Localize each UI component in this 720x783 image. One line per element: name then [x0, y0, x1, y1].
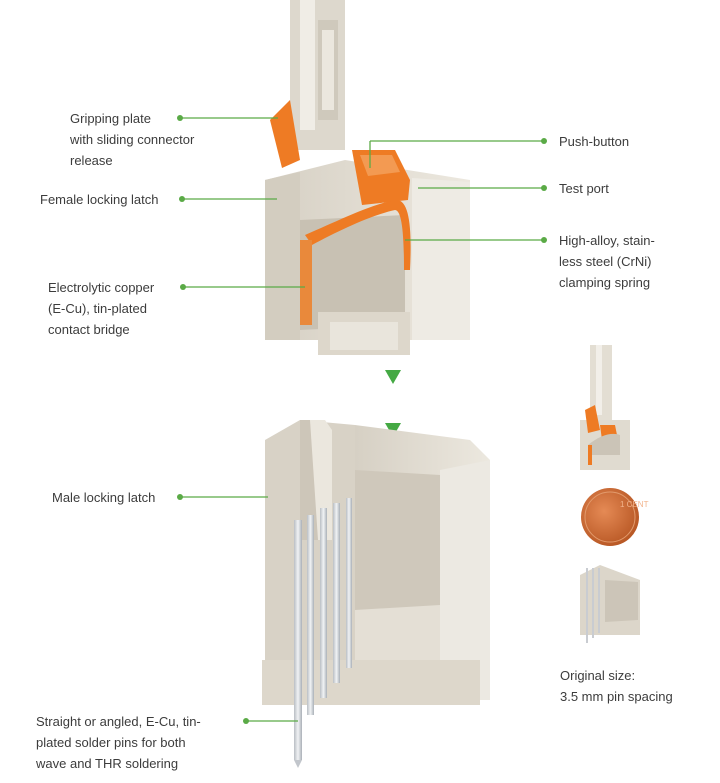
thumbnail-male-connector: [580, 565, 640, 643]
callout-electrolytic-copper: Electrolytic copper (E-Cu), tin-plated c…: [48, 280, 155, 337]
callout-gripping-plate: Gripping plate with sliding connector re…: [70, 111, 195, 168]
male-connector: [262, 420, 490, 705]
callout-push-button: Push-button: [559, 134, 630, 149]
size-note: Original size: 3.5 mm pin spacing: [560, 668, 673, 704]
coin-text: 1 CENT: [620, 500, 649, 509]
callout-male-latch: Male locking latch: [52, 490, 156, 505]
callout-lines: [177, 115, 547, 724]
callout-solder-pins: Straight or angled, E-Cu, tin- plated so…: [36, 714, 201, 771]
callout-clamping-spring: High-alloy, stain- less steel (CrNi) cla…: [559, 233, 655, 290]
solder-pins: [294, 498, 352, 768]
coin-image: 1 CENT: [581, 488, 649, 546]
callout-female-latch: Female locking latch: [40, 192, 159, 207]
female-connector: [265, 0, 470, 355]
callout-test-port: Test port: [559, 181, 609, 196]
thumbnail-female-connector: [580, 345, 630, 470]
